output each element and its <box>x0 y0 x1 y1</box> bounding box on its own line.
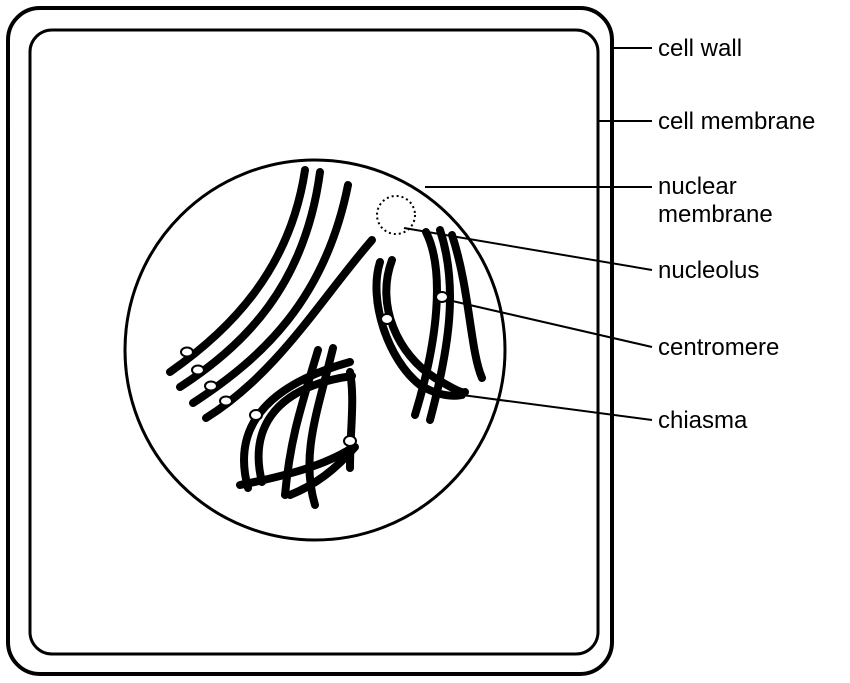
label-nucleolus: nucleolus <box>658 257 759 284</box>
centromere-leader <box>448 300 652 347</box>
label-nuclear-membrane-line2: membrane <box>658 201 773 228</box>
lower-crossed-chromosomes <box>240 348 355 505</box>
label-cell-wall: cell wall <box>658 35 742 62</box>
label-nuclear-membrane-line1: nuclear <box>658 173 737 200</box>
chiasma-leader <box>462 395 652 420</box>
right-chromosome-pair <box>376 230 482 420</box>
cell-wall-outline <box>8 8 612 674</box>
label-cell-membrane: cell membrane <box>658 108 815 135</box>
label-centromere: centromere <box>658 334 779 361</box>
cell-membrane-outline <box>30 30 598 654</box>
label-chiasma: chiasma <box>658 407 748 434</box>
